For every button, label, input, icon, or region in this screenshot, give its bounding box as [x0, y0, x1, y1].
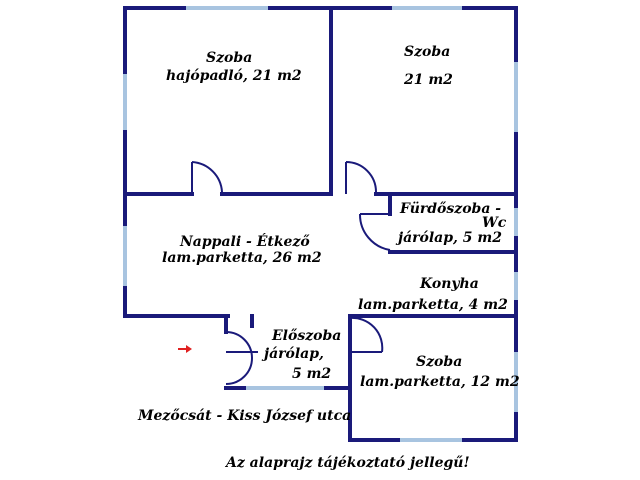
- nappali-label: Nappali - Étkező: [180, 234, 310, 250]
- szoba3-label: Szoba: [416, 354, 463, 370]
- door-szoba1: [191, 161, 223, 194]
- szoba2-label: Szoba: [404, 44, 451, 60]
- eloszoba-detail: járólap,: [264, 346, 324, 362]
- konyha-label: Konyha: [420, 276, 479, 292]
- szoba2-detail: 21 m2: [404, 72, 453, 88]
- eloszoba-detail-2: 5 m2: [292, 366, 332, 382]
- furdo-label: Fürdőszoba -: [400, 201, 502, 217]
- szoba3-detail: lam.parketta, 12 m2: [360, 374, 520, 390]
- furdo-label-wc: Wc: [482, 215, 507, 231]
- konyha-detail: lam.parketta, 4 m2: [358, 297, 508, 313]
- nappali-detail: lam.parketta, 26 m2: [162, 250, 322, 266]
- address-text: Mezőcsát - Kiss József utca: [138, 408, 352, 424]
- door-szoba2: [345, 161, 377, 194]
- door-eloszoba-nappali: [349, 316, 384, 353]
- door-entrance: [225, 331, 258, 385]
- eloszoba-label: Előszoba: [272, 328, 342, 344]
- furdo-detail: járólap, 5 m2: [398, 230, 502, 246]
- szoba1-label: Szoba: [206, 50, 253, 66]
- door-furdo: [358, 213, 391, 251]
- disclaimer-text: Az alaprajz tájékoztató jellegű!: [226, 455, 470, 471]
- entrance-arrow-icon: [178, 345, 192, 353]
- szoba1-detail: hajópadló, 21 m2: [166, 68, 302, 84]
